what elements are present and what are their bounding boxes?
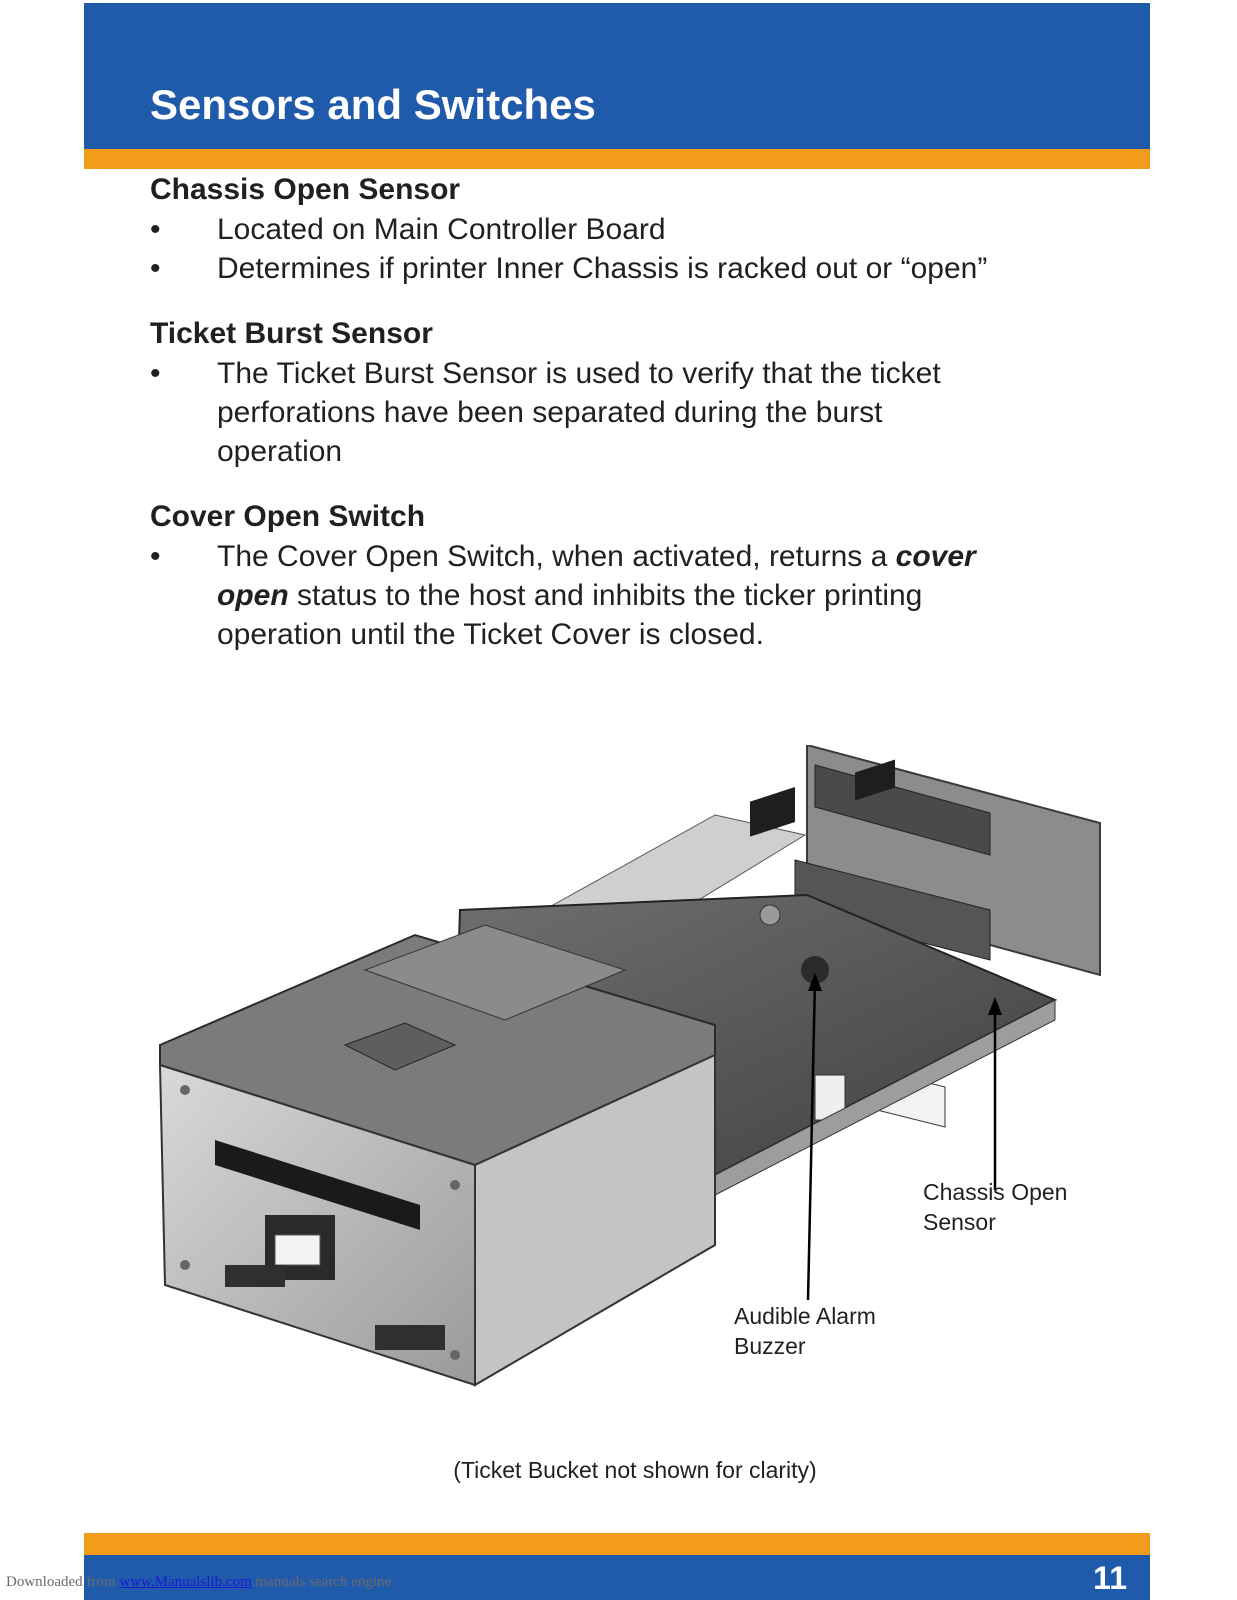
callout-line: Audible Alarm	[734, 1303, 876, 1329]
manualslib-link[interactable]: www.Manualslib.com	[119, 1574, 252, 1590]
section-heading-chassis-open-sensor: Chassis Open Sensor	[150, 173, 461, 206]
header-band	[84, 3, 1150, 149]
bullet-text-line: The Cover Open Switch, when activated, r…	[217, 537, 976, 577]
figure-caption: (Ticket Bucket not shown for clarity)	[453, 1457, 817, 1483]
bullet-text-line: open status to the host and inhibits the…	[217, 576, 922, 616]
bullet-text-line: operation until the Ticket Cover is clos…	[217, 618, 764, 651]
section-heading-cover-open-switch: Cover Open Switch	[150, 500, 426, 533]
bullet-text-line: perforations have been separated during …	[217, 396, 883, 429]
bullet-marker: •	[150, 540, 161, 573]
footer-band	[84, 1555, 1150, 1600]
callout-line: Chassis Open	[923, 1179, 1068, 1205]
emphasis-cover: cover	[895, 540, 976, 573]
emphasis-open: open	[217, 579, 289, 612]
printer-photo: Chassis Open Sensor Audible Alarm Buzzer	[155, 743, 1130, 1425]
page-title: Sensors and Switches	[150, 81, 596, 128]
bullet-marker: •	[150, 213, 161, 246]
bullet-text: Located on Main Controller Board	[217, 213, 666, 246]
download-suffix: manuals search engine	[251, 1574, 392, 1590]
bullet-text: Determines if printer Inner Chassis is r…	[217, 252, 988, 285]
download-prefix: Downloaded from	[6, 1574, 120, 1590]
bullet-text-segment: The Cover Open Switch, when activated, r…	[217, 540, 896, 573]
callout-line: Buzzer	[734, 1333, 806, 1359]
callout-chassis-open-sensor: Chassis Open Sensor	[923, 1177, 1067, 1237]
section-heading-ticket-burst-sensor: Ticket Burst Sensor	[150, 317, 433, 350]
bullet-marker: •	[150, 357, 161, 390]
callout-audible-alarm-buzzer: Audible Alarm Buzzer	[734, 1301, 876, 1361]
bullet-text-line: operation	[217, 435, 343, 468]
download-note: Downloaded from www.Manualslib.com manua…	[6, 1574, 391, 1591]
page-number: 11	[1093, 1560, 1127, 1596]
callout-line: Sensor	[923, 1209, 996, 1235]
bullet-text-line: The Ticket Burst Sensor is used to verif…	[217, 357, 941, 390]
header-accent-stripe	[84, 149, 1150, 169]
bullet-marker: •	[150, 252, 161, 285]
bullet-text-segment: status to the host and inhibits the tick…	[288, 579, 923, 612]
printer-photo-illustration	[158, 743, 1101, 1387]
footer-accent-stripe	[84, 1533, 1150, 1555]
